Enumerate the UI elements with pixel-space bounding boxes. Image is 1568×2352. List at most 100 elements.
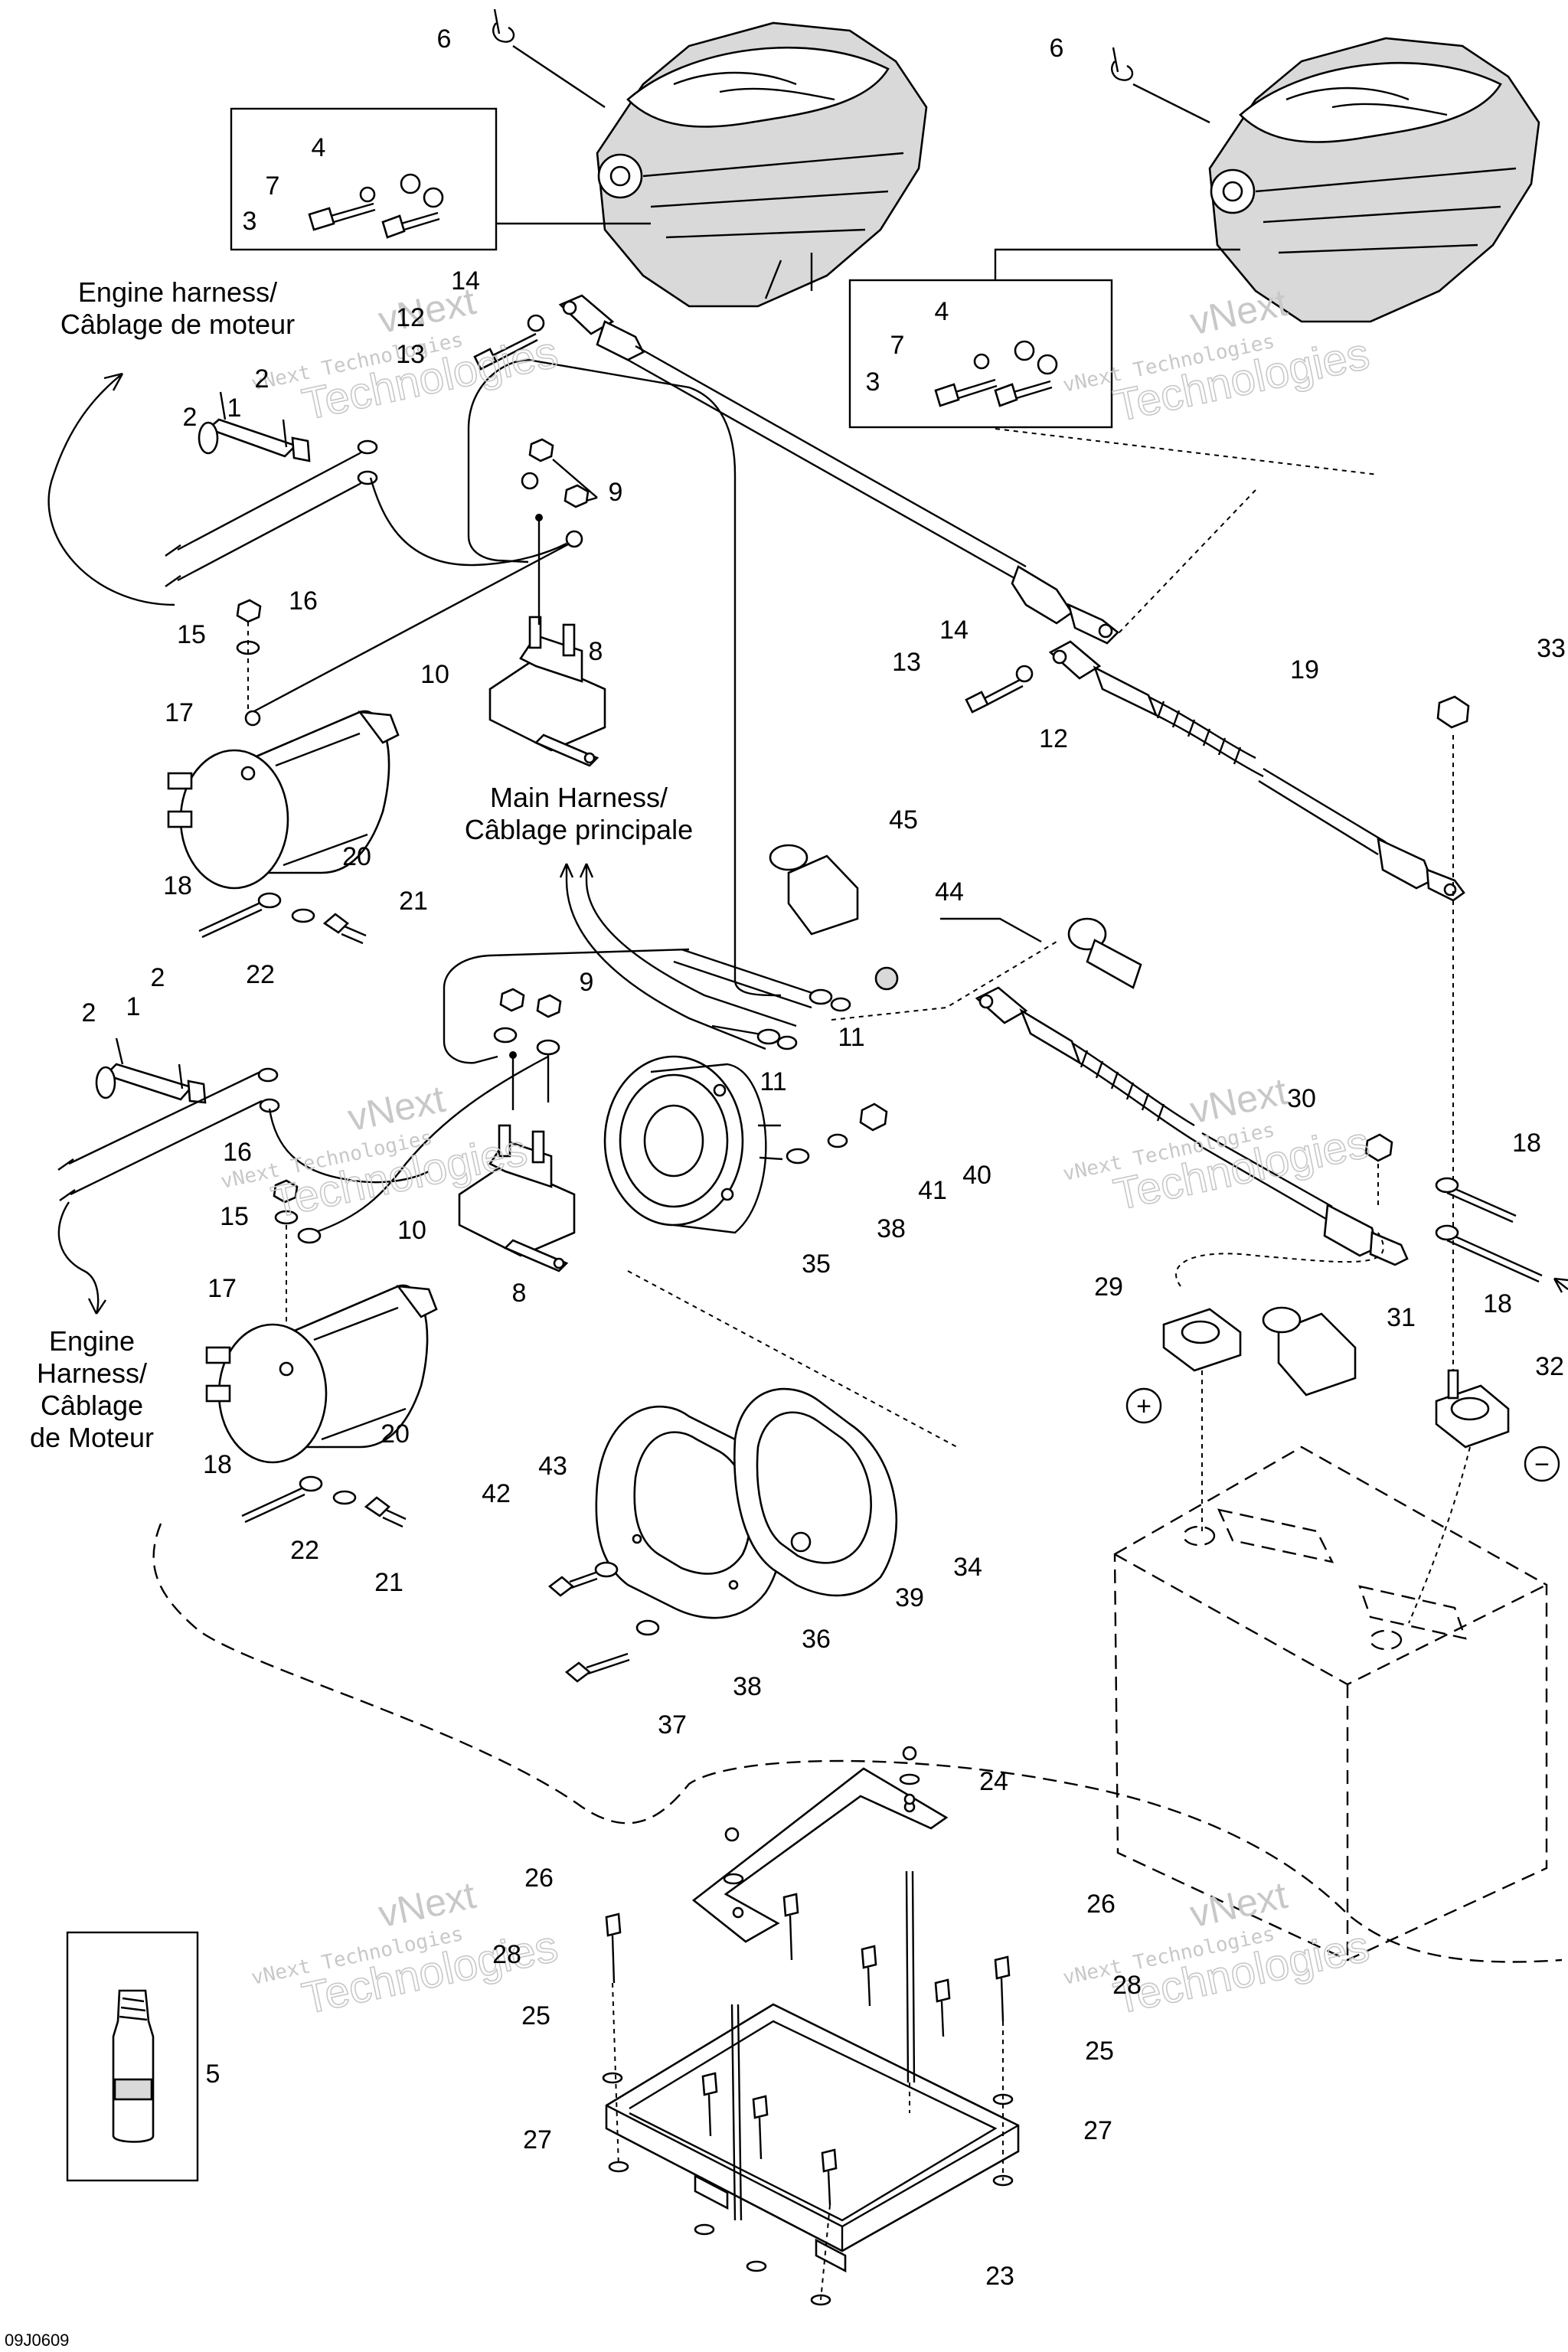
callout-36: 36 [802, 1625, 831, 1654]
callout-14: 14 [939, 616, 969, 645]
washer-22-top [291, 908, 315, 923]
svg-text:de Moteur: de Moteur [30, 1422, 154, 1453]
callout-33: 33 [1537, 634, 1566, 663]
callout-20: 20 [342, 842, 371, 871]
svg-text:Engine: Engine [49, 1325, 135, 1357]
callout-20: 20 [381, 1419, 410, 1449]
svg-text:vNext: vNext [374, 1873, 479, 1936]
callout-24: 24 [979, 1767, 1008, 1796]
main-harness-route-upper [467, 358, 782, 997]
hull-outline-dashed [152, 1523, 1563, 1963]
ref-line-32 [1408, 1446, 1471, 1624]
label-main-harness: Main Harness/ Câblage principale [465, 782, 693, 845]
lead-18-top [198, 902, 263, 939]
battery-cable-19 [1048, 640, 1465, 902]
callout-2: 2 [151, 963, 165, 992]
callout-16: 16 [289, 586, 318, 616]
washer-39 [790, 1531, 812, 1553]
callout-27: 27 [523, 2125, 552, 2154]
washer-38-top [786, 1148, 810, 1165]
callout-10: 10 [420, 660, 449, 689]
washer-43 [594, 1561, 619, 1578]
lead-18-right-a [1446, 1185, 1517, 1223]
nut-9-top-b [564, 484, 590, 508]
lead-18-bottom [241, 1487, 305, 1524]
callout-32: 32 [1535, 1352, 1564, 1381]
battery-cable-upper [558, 294, 1119, 645]
washer-15-bottom [274, 1210, 299, 1225]
screw-37 [564, 1661, 592, 1683]
callout-9: 9 [580, 968, 594, 997]
hardware-box-right [848, 279, 1113, 429]
terminal-clamp-32 [1435, 1369, 1510, 1449]
callout-15: 15 [177, 620, 206, 649]
terminal-clamp-29 [1162, 1308, 1242, 1372]
callout-8: 8 [589, 637, 603, 666]
callout-2: 2 [183, 403, 198, 432]
battery [1113, 1446, 1548, 1962]
ref-line-top-right [995, 428, 1379, 635]
callout-38: 38 [733, 1672, 762, 1701]
callout-22: 22 [246, 960, 275, 989]
callout-8: 8 [512, 1279, 527, 1308]
nut-30 [1364, 1133, 1393, 1162]
callout-45: 45 [889, 805, 918, 835]
callout-25: 25 [1085, 2037, 1114, 2066]
negative-terminal-label: − [1534, 1450, 1550, 1479]
watermark-group: vNext vNext Technologies Technologies vN… [219, 279, 1374, 2024]
wire-lead-top [369, 477, 567, 567]
callout-12: 12 [1039, 724, 1068, 753]
callout-43: 43 [538, 1452, 567, 1481]
callout-5: 5 [206, 2060, 220, 2089]
main-harness-route-lower [443, 948, 690, 1064]
battery-tray-23 [605, 2003, 1020, 2273]
leads-to-11 [673, 948, 851, 1050]
svg-text:Câblage de moteur: Câblage de moteur [60, 309, 295, 340]
bolt-21-bottom [364, 1496, 390, 1517]
callout-3: 3 [243, 207, 257, 236]
sealant-box [66, 1931, 199, 2182]
callout-25: 25 [521, 2001, 550, 2030]
bolt-13-mid [965, 691, 989, 714]
callout-17: 17 [165, 698, 194, 727]
bolt-set-right [934, 340, 1058, 407]
callout-12: 12 [396, 303, 425, 332]
callout-2: 2 [255, 364, 270, 394]
callout-30: 30 [1287, 1084, 1316, 1113]
callout-2: 2 [82, 998, 96, 1027]
solenoid-relay-8-top [488, 616, 606, 767]
callout-41: 41 [918, 1176, 947, 1205]
washer-41 [827, 1133, 848, 1148]
leader-box-right [994, 248, 1240, 280]
gasket-34 [733, 1387, 898, 1597]
callout-28: 28 [1112, 1971, 1142, 2000]
watermark: vNext vNext Technologies Technologies [1061, 1873, 1374, 2024]
callout-18: 18 [1512, 1129, 1541, 1158]
nut-16-bottom [273, 1179, 299, 1204]
ref-line-35-34 [627, 941, 1057, 1448]
callout-1: 1 [227, 394, 242, 423]
nut-33 [1436, 695, 1470, 729]
callout-28: 28 [492, 1940, 521, 1969]
ref-lines-tray [612, 1982, 1004, 2301]
callout-15: 15 [220, 1202, 249, 1231]
spacer-11-top [874, 966, 899, 991]
screw-42 [547, 1576, 575, 1597]
engine-right [1208, 37, 1540, 323]
label-engine-harness-top: Engine harness/ Câblage de moteur [60, 276, 295, 340]
washer-14-mid [1015, 665, 1034, 683]
callout-13: 13 [892, 648, 921, 677]
drawing-code: 09J0609 [5, 2331, 69, 2350]
nut-9-bottom-b [536, 994, 562, 1018]
svg-text:Harness/: Harness/ [37, 1357, 147, 1389]
clamp-6-left [492, 8, 606, 108]
callout-11: 11 [760, 1067, 786, 1096]
starter-motor-top [167, 710, 400, 890]
positive-terminal-symbol [1125, 1387, 1162, 1424]
callout-37: 37 [658, 1710, 687, 1740]
hardware-box-left [230, 107, 498, 251]
cable-10-top [252, 542, 570, 714]
svg-text:vNext: vNext [1186, 1070, 1291, 1132]
engine-harness-top [165, 391, 378, 587]
